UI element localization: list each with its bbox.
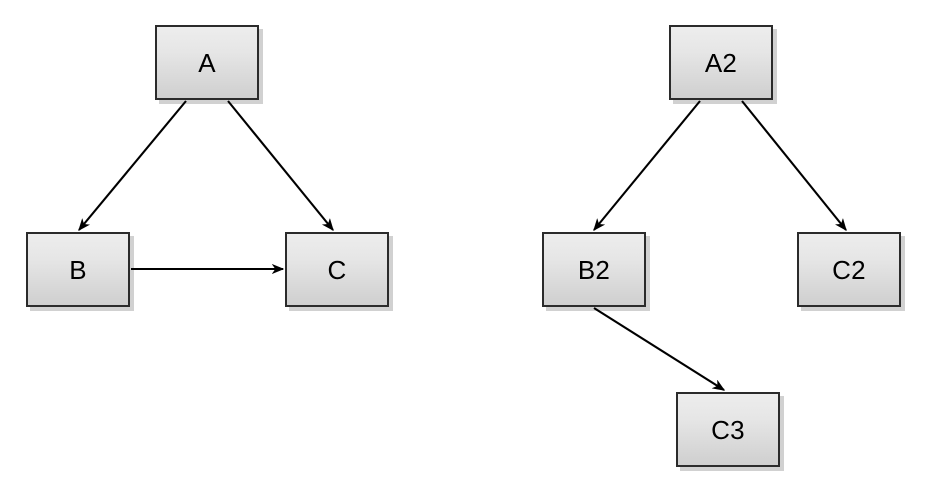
node-label-b: B	[69, 254, 87, 285]
node-b2[interactable]: B2	[542, 232, 646, 307]
node-a[interactable]: A	[155, 25, 259, 100]
node-label-a2: A2	[704, 47, 738, 78]
edge-a2-to-c2[interactable]	[741, 100, 847, 230]
node-b[interactable]: B	[26, 232, 130, 307]
node-a2[interactable]: A2	[669, 25, 773, 100]
node-label-c3: C3	[711, 414, 745, 445]
node-label-a: A	[198, 47, 216, 78]
node-label-b2: B2	[577, 254, 611, 285]
edge-a-to-b[interactable]	[79, 100, 187, 230]
edge-b2-to-c3[interactable]	[593, 307, 724, 391]
node-label-c2: C2	[832, 254, 866, 285]
node-c3[interactable]: C3	[676, 392, 780, 467]
node-c2[interactable]: C2	[797, 232, 901, 307]
edge-a2-to-b2[interactable]	[594, 100, 701, 230]
node-c[interactable]: C	[285, 232, 389, 307]
node-label-c: C	[327, 254, 347, 285]
edge-a-to-c[interactable]	[227, 100, 333, 230]
edges-group	[79, 100, 847, 391]
